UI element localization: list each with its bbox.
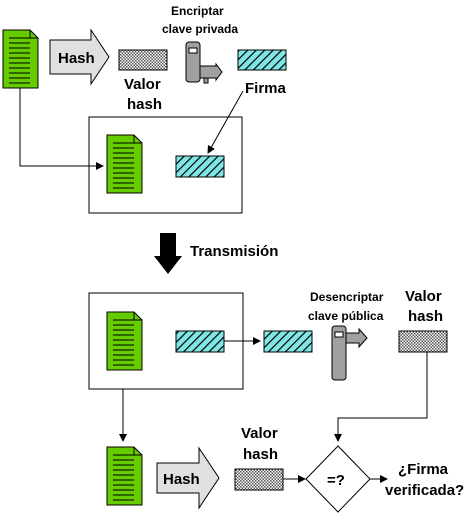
signature-to-decrypt	[263, 330, 313, 353]
document-icon	[106, 134, 143, 194]
compare-label: =?	[327, 472, 345, 489]
compare-decision: =?	[305, 445, 371, 513]
valor-hash-top-label-1: Valor	[124, 76, 161, 93]
transmision-label: Transmisión	[190, 243, 278, 260]
key-icon	[185, 41, 223, 84]
source-document-icon	[2, 29, 39, 89]
valor-hash-bottom-label-1: Valor	[241, 425, 278, 442]
decrypt-key-icon	[331, 325, 368, 381]
computed-hash-value	[234, 468, 284, 491]
hash-arrow-bottom: Hash	[156, 446, 220, 510]
valor-hash-right-label-1: Valor	[405, 288, 442, 305]
hash-arrow-bottom-label: Hash	[163, 471, 200, 488]
verified-document-icon	[106, 446, 143, 506]
connector-doc-to-box	[19, 88, 104, 170]
decrypted-hash-value	[398, 330, 448, 353]
signature-top	[237, 49, 287, 71]
valor-hash-bottom-label-2: hash	[243, 446, 278, 463]
valor-hash-top-label-2: hash	[127, 96, 162, 113]
firma-label: Firma	[245, 80, 287, 97]
hash-arrow-top: Hash	[49, 28, 110, 86]
encrypt-label-2: clave privada	[162, 22, 238, 36]
encrypt-label-1: Encriptar	[171, 4, 224, 18]
valor-hash-right-label-2: hash	[408, 308, 443, 325]
transmission-arrow-icon	[154, 233, 182, 274]
decrypt-label-1: Desencriptar	[310, 290, 384, 304]
verified-question-label-1: ¿Firma	[398, 461, 449, 478]
decrypt-label-2: clave pública	[308, 309, 384, 323]
verified-question-label-2: verificada?	[385, 482, 464, 499]
hash-arrow-top-label: Hash	[58, 50, 95, 67]
connector-firma-to-box	[207, 90, 244, 154]
received-document-icon	[106, 311, 143, 371]
hash-value-top	[118, 49, 168, 71]
received-signature	[175, 330, 225, 353]
connector-decrypted-hash-to-compare	[334, 352, 428, 442]
signature-in-box-top	[175, 155, 225, 178]
